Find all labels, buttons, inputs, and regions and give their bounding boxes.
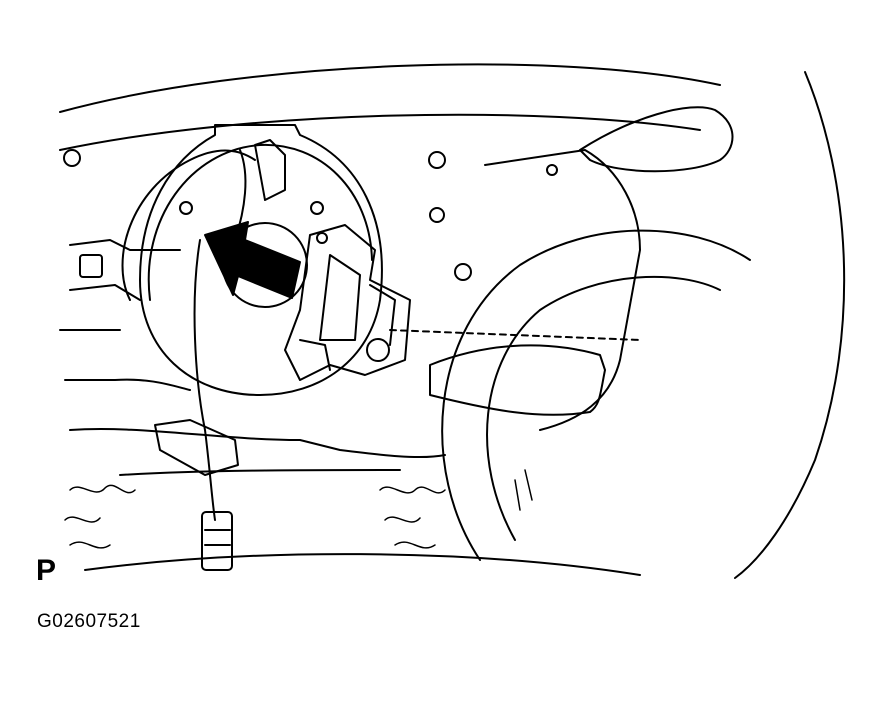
mount-hole-5 — [429, 207, 445, 223]
lower-column — [69, 427, 446, 476]
lever-stalk-line — [389, 329, 641, 341]
lower-clip — [154, 419, 239, 476]
wire-harness-main — [193, 239, 216, 521]
wheel-rim-right — [734, 71, 846, 579]
mount-hole-3 — [310, 201, 324, 215]
horn-pad-inner — [486, 275, 721, 541]
harness-connector — [201, 511, 233, 571]
wheel-rim-top — [59, 63, 721, 113]
mount-hole-4 — [428, 151, 446, 169]
wire-harness-left — [121, 149, 256, 301]
wire-bundle — [254, 139, 286, 201]
right-spoke — [579, 106, 734, 173]
figure-id: G02607521 — [37, 611, 141, 632]
side-connector — [79, 254, 103, 278]
texture-left — [64, 484, 136, 549]
clock-spring-housing — [139, 124, 383, 396]
mount-hole-2 — [179, 201, 193, 215]
mount-hole-7 — [546, 164, 558, 176]
lever-housing — [484, 149, 641, 431]
bold-arrow-icon — [204, 221, 301, 299]
texture-lever — [514, 469, 533, 511]
mount-hole-6 — [454, 263, 472, 281]
clock-spring-ring — [147, 143, 373, 301]
wheel-rim-bottom — [84, 553, 641, 576]
combination-switch-module — [284, 224, 411, 381]
texture-right — [379, 486, 446, 549]
horn-pad-outer — [441, 229, 751, 561]
wheel-rim-inner — [59, 113, 701, 151]
lever-stalk — [429, 344, 606, 416]
column-cover — [59, 239, 191, 391]
mount-hole-1 — [63, 149, 81, 167]
corner-mark: P — [36, 554, 57, 587]
